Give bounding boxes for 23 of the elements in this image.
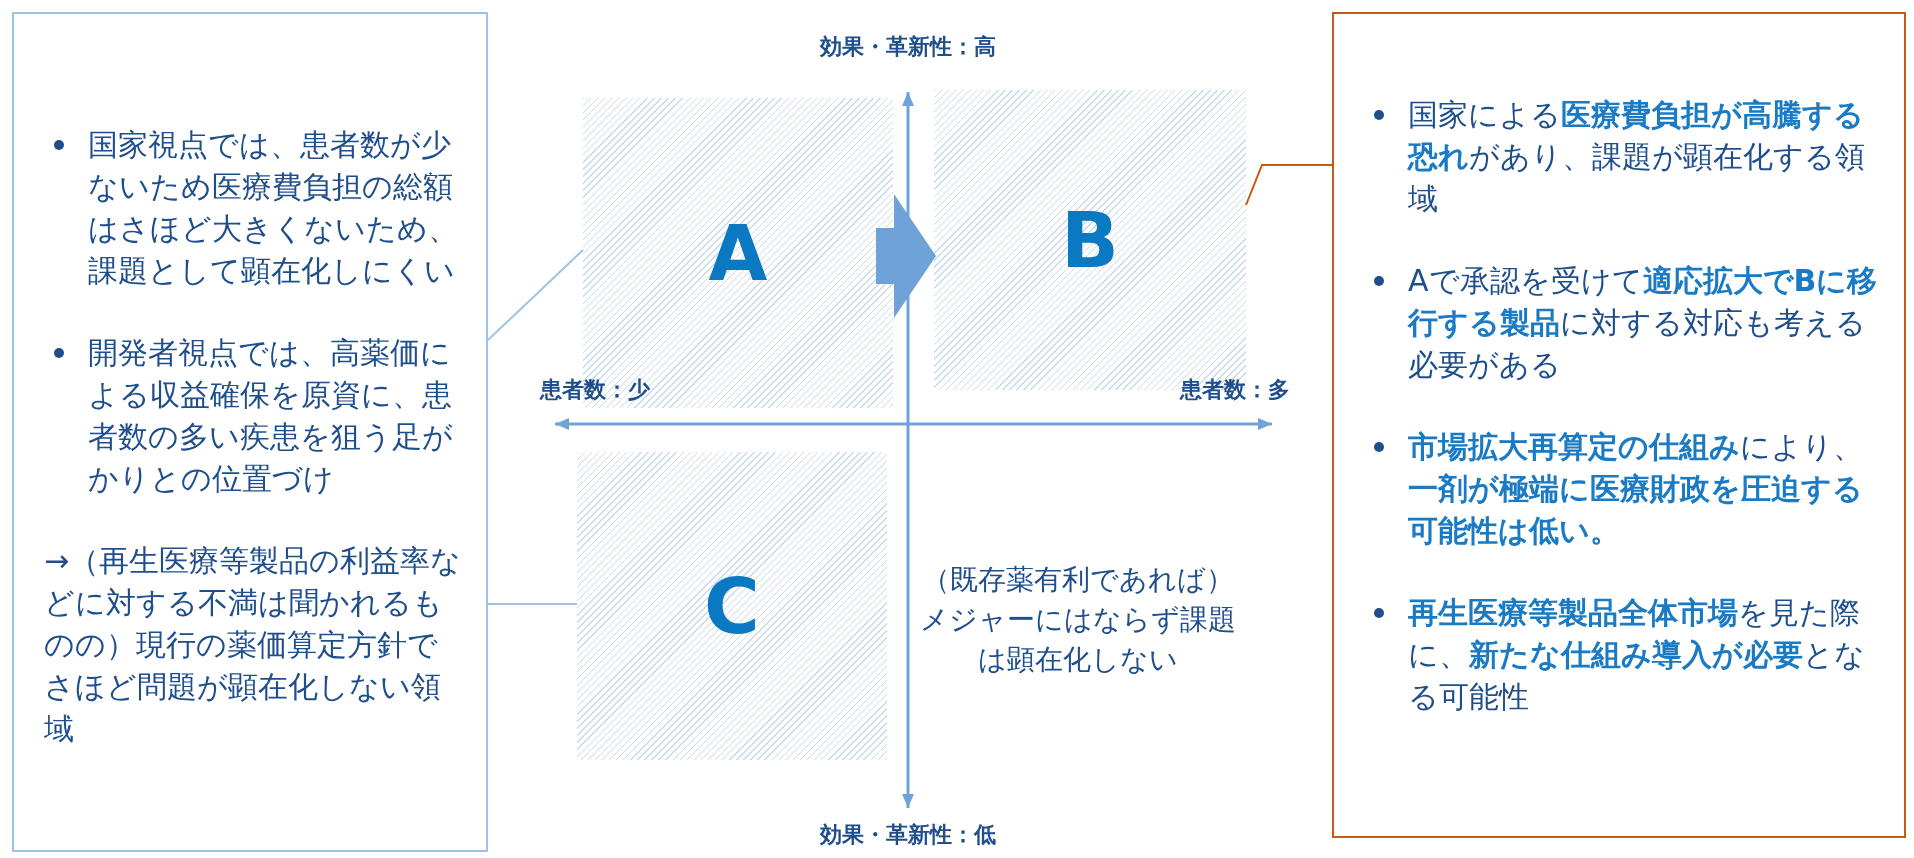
bullet-point: Aで承認を受けて適応拡大でBに移行する製品に対する対応も考える必要がある	[1408, 262, 1879, 384]
axis-label: 患者数：多	[1180, 376, 1290, 404]
leader-line	[1245, 164, 1333, 206]
leader-line	[487, 603, 578, 605]
quadrant-letter: B	[1061, 195, 1119, 285]
bullet-point: 再生医療等製品全体市場を見た際に、新たな仕組み導入が必要となる可能性	[1408, 594, 1866, 716]
text-panel	[1332, 12, 1906, 838]
quadrant-letter: A	[708, 208, 768, 298]
bullet-point: 開発者視点では、高薬価による収益確保を原資に、患者数の多い疾患を狙う足がかりとの位置づけ	[88, 334, 454, 498]
leader-line	[487, 249, 584, 341]
text-panel	[12, 12, 488, 852]
axis-label: 効果・革新性：高	[820, 33, 996, 61]
bullet-point: 国家視点では、患者数が少ないため医療費負担の総額はさほど大きくないため、課題として顕在化しにくい	[88, 126, 459, 290]
quadrant-letter: C	[704, 561, 760, 651]
quadrant-area	[577, 452, 887, 760]
axis-label: 患者数：少	[540, 376, 650, 404]
bullet-point: 市場拡大再算定の仕組みにより、一剤が極端に医療財政を圧迫する可能性は低い。	[1408, 428, 1864, 550]
block-arrow	[876, 194, 936, 318]
note-text: →（再生医療等製品の利益率などに対する不満は聞かれるものの）現行の薬価算定方針でさほど問題が顕在化しない領域	[44, 542, 463, 748]
note-text: （既存薬有利であれば）メジャーにはならず課題は顕在化しない	[919, 562, 1237, 678]
quadrant-area	[583, 98, 893, 408]
axis-label: 効果・革新性：低	[820, 821, 996, 849]
bullet-point: 国家による医療費負担が高騰する恐れがあり、課題が顕在化する領域	[1408, 96, 1866, 218]
